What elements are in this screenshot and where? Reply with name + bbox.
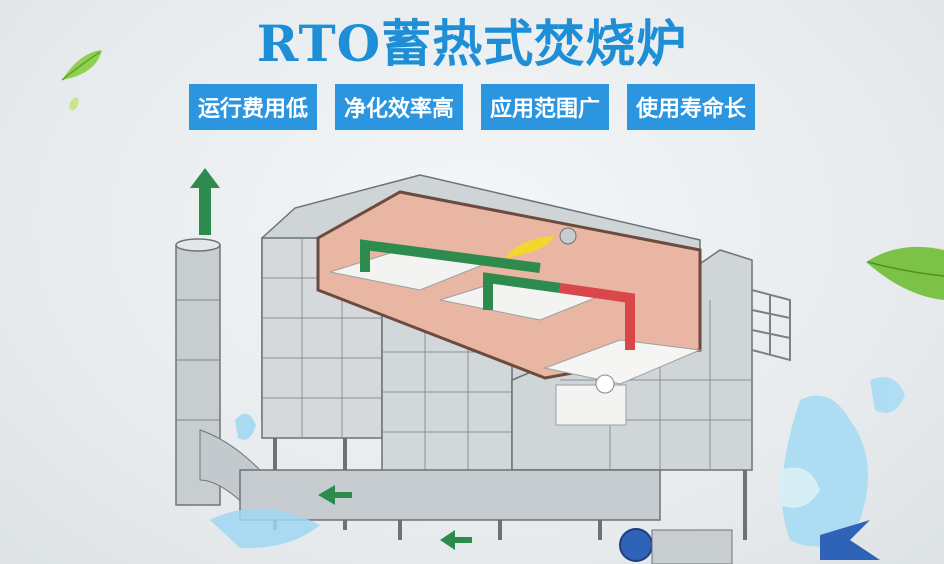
feature-tags: 运行费用低 净化效率高 应用范围广 使用寿命长 [0, 84, 944, 130]
arrow-up-icon [190, 168, 220, 235]
platform-railing [751, 289, 791, 362]
water-splash-icon-right [780, 377, 905, 547]
incinerator-body [239, 174, 753, 550]
feature-tag-cost: 运行费用低 [188, 84, 317, 130]
feature-tag-lifespan: 使用寿命长 [627, 84, 756, 130]
page-title: RTO蓄热式焚烧炉 [256, 14, 688, 73]
feature-tag-range: 应用范围广 [481, 84, 610, 130]
water-splash-icon-left [210, 413, 320, 549]
feature-tag-efficiency: 净化效率高 [334, 84, 463, 130]
fan-icon [619, 528, 733, 564]
blue-arrow [820, 520, 880, 560]
leaf-icon-left [61, 50, 102, 111]
leaf-icon-right [866, 246, 944, 300]
